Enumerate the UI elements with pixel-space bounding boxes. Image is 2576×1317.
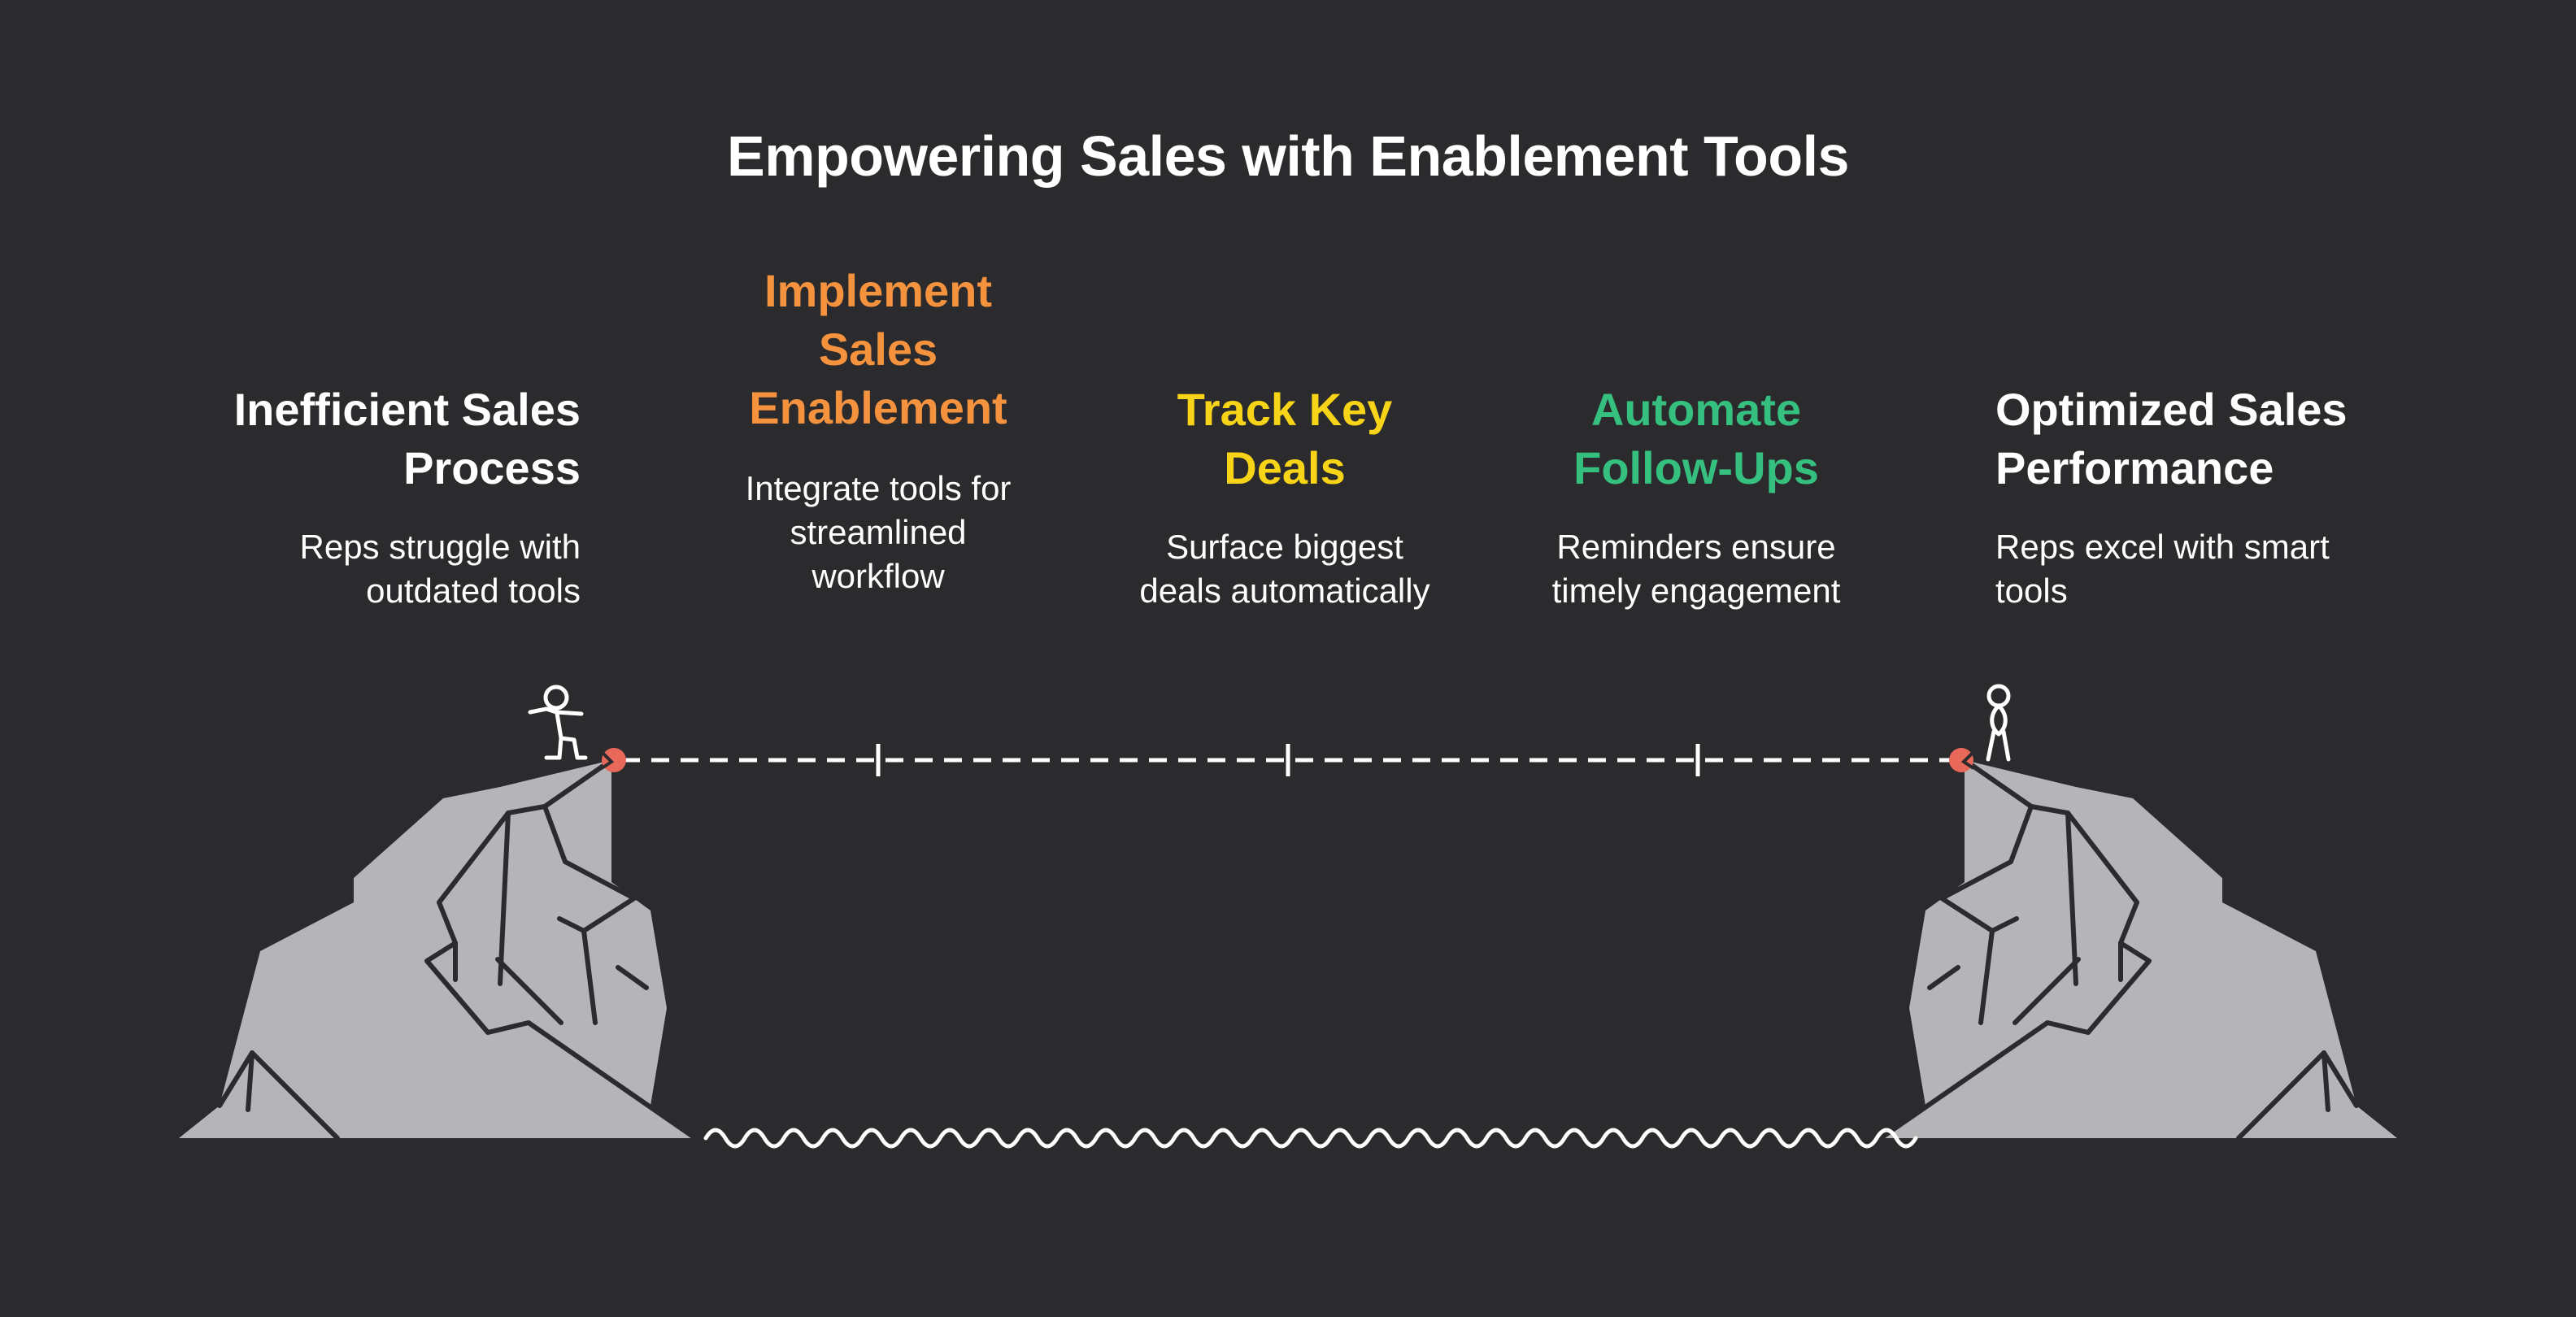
step-description-line: workflow [812, 557, 945, 595]
step-title-line: Implement [764, 265, 993, 316]
step-title-line: Follow-Ups [1573, 442, 1819, 493]
step-title-line: Automate [1590, 384, 1802, 435]
step-title: Optimized Sales Performance [1995, 380, 2451, 498]
step-optimized-sales-performance: Optimized Sales Performance Reps excel w… [1995, 380, 2451, 613]
step-title: Track Key Deals [1081, 380, 1488, 498]
step-title-line: Deals [1224, 442, 1346, 493]
step-description: Surface biggest deals automatically [1081, 525, 1488, 613]
step-title-line: Track Key [1177, 384, 1393, 435]
step-tick-marks [876, 744, 1700, 776]
step-implement-sales-enablement: Implement Sales Enablement Integrate too… [675, 262, 1081, 598]
step-track-key-deals: Track Key Deals Surface biggest deals au… [1081, 380, 1488, 613]
step-automate-follow-ups: Automate Follow-Ups Reminders ensure tim… [1493, 380, 1899, 613]
step-description-line: timely engagement [1551, 572, 1841, 610]
step-description-line: deals automatically [1139, 572, 1430, 610]
step-description: Reps struggle with outdated tools [146, 525, 581, 613]
diagram-title: Empowering Sales with Enablement Tools [727, 124, 1849, 188]
step-title-line: Inefficient Sales [233, 384, 581, 435]
walking-person-icon [528, 685, 588, 760]
step-description-line: streamlined [790, 513, 967, 551]
right-cliff [1878, 758, 2397, 1141]
step-title-line: Enablement [749, 382, 1007, 433]
step-title: Automate Follow-Ups [1493, 380, 1899, 498]
step-description-line: outdated tools [366, 572, 581, 610]
step-title: Inefficient Sales Process [146, 380, 581, 498]
step-title-line: Sales [818, 324, 938, 375]
step-title-line: Process [403, 442, 581, 493]
left-cliff [179, 758, 698, 1141]
step-description-line: Integrate tools for [745, 469, 1012, 507]
standing-person-icon [1986, 684, 2011, 762]
step-title-line: Performance [1995, 442, 2274, 493]
step-description: Reps excel with smart tools [1995, 525, 2451, 613]
step-title: Implement Sales Enablement [675, 262, 1081, 437]
step-description: Reminders ensure timely engagement [1493, 525, 1899, 613]
step-description-line: Reps excel with smart [1995, 528, 2330, 566]
step-description-line: tools [1995, 572, 2068, 610]
step-description-line: Surface biggest [1166, 528, 1403, 566]
right-endpoint [1949, 748, 1975, 772]
step-description-line: Reps struggle with [299, 528, 581, 566]
water-waves [703, 1128, 1918, 1149]
step-description: Integrate tools for streamlined workflow [675, 467, 1081, 598]
step-title-line: Optimized Sales [1995, 384, 2348, 435]
left-endpoint [600, 748, 626, 772]
step-description-line: Reminders ensure [1556, 528, 1836, 566]
step-inefficient-sales-process: Inefficient Sales Process Reps struggle … [146, 380, 581, 613]
